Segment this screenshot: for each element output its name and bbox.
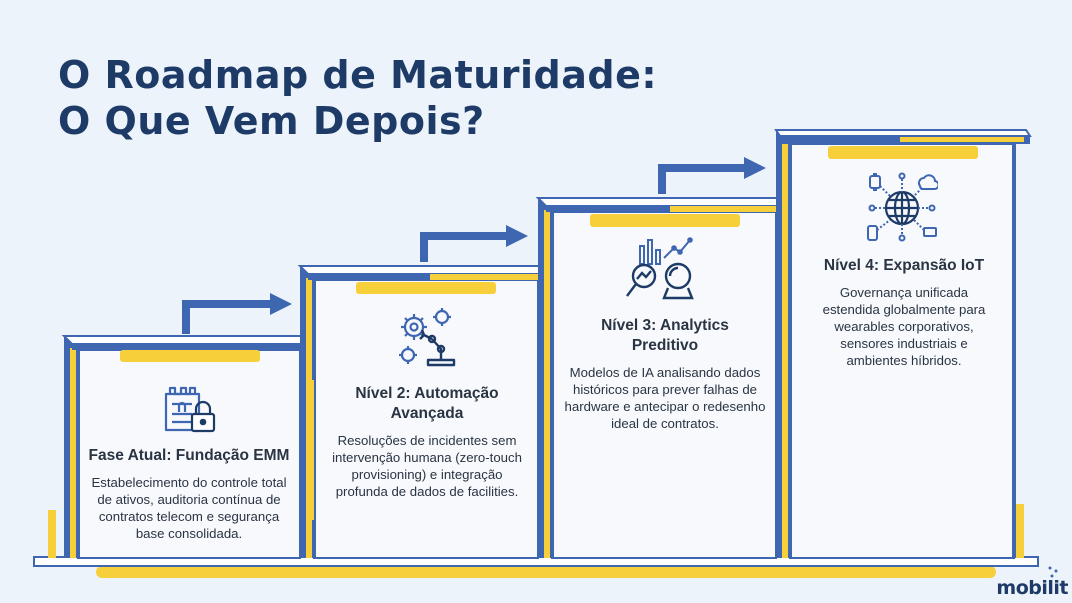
step-3-description: Modelos de IA analisando dados histórico… bbox=[564, 365, 766, 431]
step-3-title: Nível 3: Analytics Preditivo bbox=[601, 317, 729, 354]
brand-logo: mobilit bbox=[996, 577, 1068, 599]
page-title: O Roadmap de Maturidade: O Que Vem Depoi… bbox=[58, 52, 657, 144]
step-1-text: Fase Atual: Fundação EMM Estabelecimento… bbox=[84, 446, 294, 542]
logo-dots-icon bbox=[1048, 566, 1058, 578]
step-4-text: Nível 4: Expansão IoT Governança unifica… bbox=[804, 256, 1004, 369]
iot-globe-network-icon bbox=[867, 172, 938, 242]
castle-lock-icon bbox=[164, 386, 216, 433]
step-4-description: Governança unificada estendida globalmen… bbox=[822, 285, 986, 368]
step-2-description: Resoluções de incidentes sem intervenção… bbox=[332, 433, 522, 499]
step-2-text: Nível 2: Automação Avançada Resoluções d… bbox=[324, 384, 530, 500]
floor-right-accent bbox=[1016, 504, 1024, 558]
step-1-block bbox=[61, 293, 311, 559]
analytics-crystal-ball-icon bbox=[626, 237, 694, 300]
step-3-arrow bbox=[658, 164, 746, 194]
floor-left-accent bbox=[48, 510, 56, 558]
floor-shadow bbox=[96, 566, 996, 578]
step-2-title: Nível 2: Automação Avançada bbox=[355, 385, 499, 422]
step-2-arrow bbox=[420, 232, 508, 262]
title-line-1: O Roadmap de Maturidade: bbox=[58, 53, 658, 97]
step-3-text: Nível 3: Analytics Preditivo Modelos de … bbox=[560, 316, 770, 432]
step-3-block bbox=[535, 157, 789, 559]
title-line-2: O Que Vem Depois? bbox=[58, 99, 485, 143]
step-1-description: Estabelecimento do controle total de ati… bbox=[91, 475, 287, 541]
gears-robot-arm-icon bbox=[399, 308, 456, 367]
step-4-title: Nível 4: Expansão IoT bbox=[823, 257, 985, 274]
step-1-title: Fase Atual: Fundação EMM bbox=[88, 447, 290, 464]
step-1-arrow bbox=[182, 300, 272, 334]
